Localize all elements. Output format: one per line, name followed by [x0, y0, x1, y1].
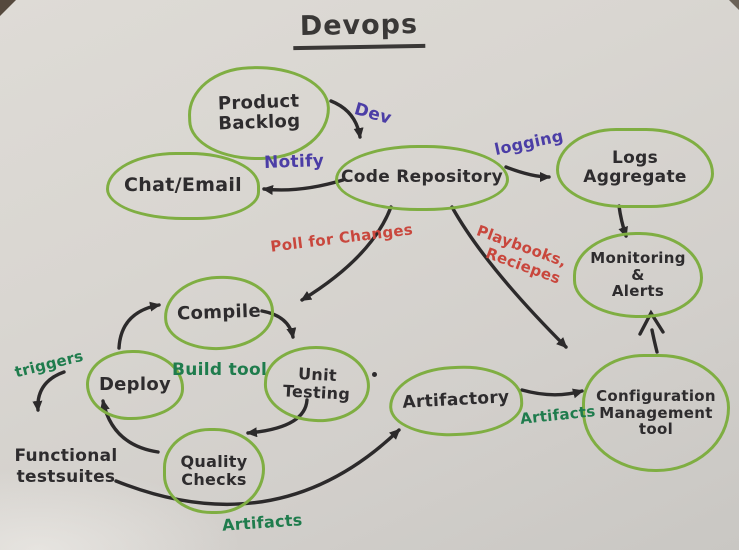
arrow-artifactory-to-config [520, 388, 584, 399]
arrow-deploy-triggers [32, 370, 66, 412]
photo-corner-shadow-left [0, 0, 16, 16]
arrow-code-to-logs [504, 165, 551, 182]
node-quality-checks-label: Quality Checks [180, 452, 248, 489]
node-code-repository-label: Code Repository [341, 167, 503, 188]
node-configuration-management-tool: Configuration Management tool [582, 354, 730, 472]
node-monitoring-alerts: Monitoring & Alerts [573, 232, 703, 318]
arrow-code-to-chat [262, 178, 345, 195]
arrow-config-to-monitoring-stem [650, 328, 659, 354]
arrow-code-to-compile [300, 205, 393, 302]
node-configuration-management-tool-label: Configuration Management tool [596, 386, 716, 439]
arrow-compile-to-unit [260, 309, 297, 339]
node-chat-email-label: Chat/Email [124, 174, 242, 197]
node-quality-checks: Quality Checks [163, 428, 265, 514]
photo-corner-shadow-right [729, 0, 739, 10]
node-code-repository: Code Repository [335, 145, 509, 211]
node-logs-aggregate: Logs Aggregate [556, 128, 714, 208]
node-logs-aggregate-label: Logs Aggregate [583, 147, 687, 187]
node-monitoring-alerts-label: Monitoring & Alerts [590, 248, 686, 301]
arrow-code-to-config [450, 205, 568, 349]
arrow-deploy-to-compile [117, 301, 161, 350]
node-product-backlog-label: Product Backlog [217, 90, 301, 135]
arrow-testsuites-to-artifactory [114, 428, 401, 506]
ink-dot [372, 372, 377, 377]
node-compile-label: Compile [176, 300, 262, 325]
node-chat-email: Chat/Email [106, 152, 260, 220]
arrow-unit-to-quality [246, 398, 309, 438]
node-artifactory-label: Artifactory [402, 387, 510, 414]
node-unit-testing-label: Unit Testing [282, 364, 351, 404]
arrow-backlog-to-code [329, 99, 364, 139]
annotation-build-tool: Build tool [172, 360, 268, 380]
node-deploy: Deploy [86, 350, 184, 420]
node-deploy-label: Deploy [98, 373, 172, 395]
arrow-logs-to-monitoring [617, 204, 628, 238]
edge-label-notify: Notify [263, 150, 325, 174]
annotation-functional-testsuites: Functional testsuites [14, 446, 118, 488]
